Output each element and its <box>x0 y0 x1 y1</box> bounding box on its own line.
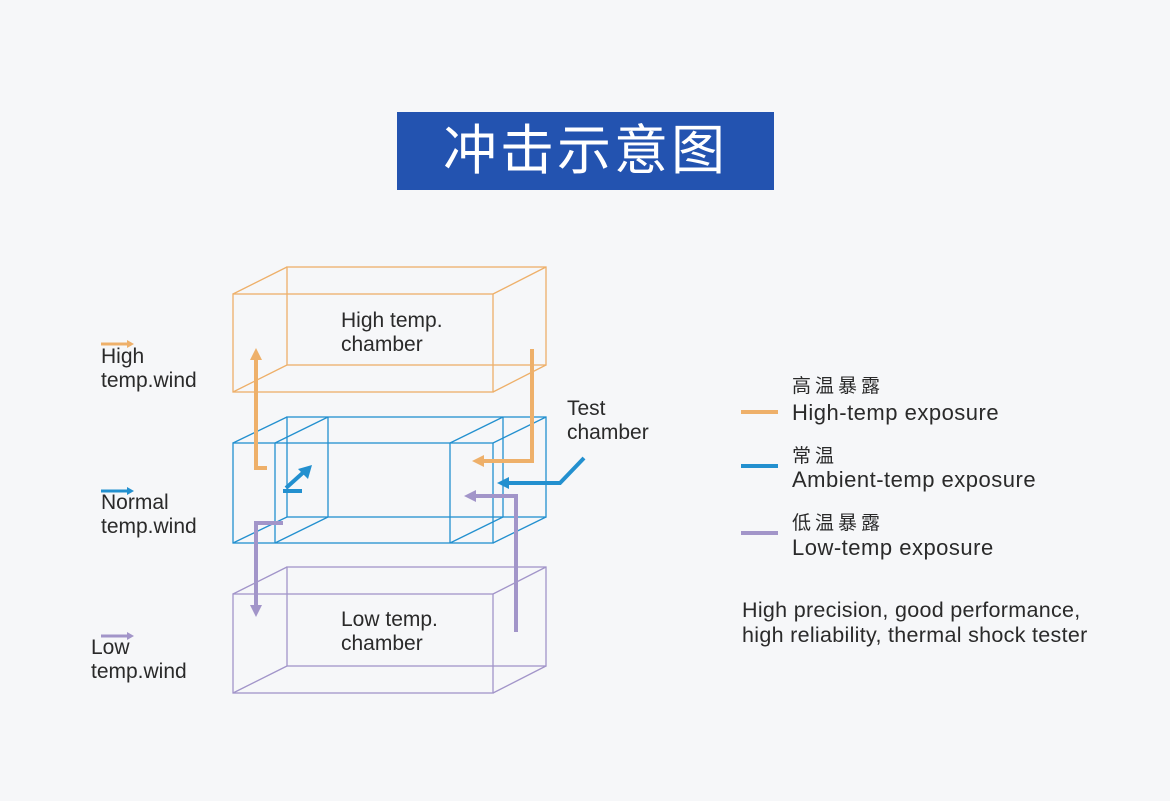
high-temp-chamber-label: High temp. chamber <box>341 309 443 356</box>
legend-low-zh: 低温暴露 <box>792 512 885 534</box>
test-chamber-box <box>232 416 547 544</box>
low-temp-arrowhead-down <box>250 605 262 617</box>
legend-ambient-zh: 常温 <box>792 445 839 467</box>
legend-ambient-en: Ambient-temp exposure <box>792 467 1037 492</box>
high-temp-chamber-box <box>232 266 547 393</box>
normal-temp-arrowhead-left <box>497 477 509 489</box>
low-temp-chamber-label: Low temp. chamber <box>341 608 438 655</box>
legend-high-zh: 高温暴露 <box>792 375 885 397</box>
diagram-title: 冲击示意图 <box>397 112 774 190</box>
normal-temp-arrowhead-diag <box>298 465 312 479</box>
high-temp-arrowhead-left <box>472 455 484 467</box>
test-chamber-label: Test chamber <box>567 397 649 444</box>
low-temp-wind-label: Low temp.wind <box>91 636 187 683</box>
normal-temp-wind-label: Normal temp.wind <box>101 491 197 538</box>
high-temp-arrowhead-up <box>250 348 262 360</box>
high-temp-airflow <box>254 349 534 470</box>
high-temp-wind-label: High temp.wind <box>101 345 197 392</box>
low-temp-arrowhead-left <box>464 490 476 502</box>
product-tagline: High precision, good performance, high r… <box>742 598 1088 647</box>
normal-wind-arrow-icon <box>101 487 134 495</box>
low-temp-chamber-box <box>232 566 547 694</box>
high-wind-arrow-icon <box>101 340 134 348</box>
legend-high-en: High-temp exposure <box>792 400 1000 425</box>
low-temp-airflow <box>254 494 518 632</box>
legend-low-en: Low-temp exposure <box>792 535 994 560</box>
low-wind-arrow-icon <box>101 632 134 640</box>
